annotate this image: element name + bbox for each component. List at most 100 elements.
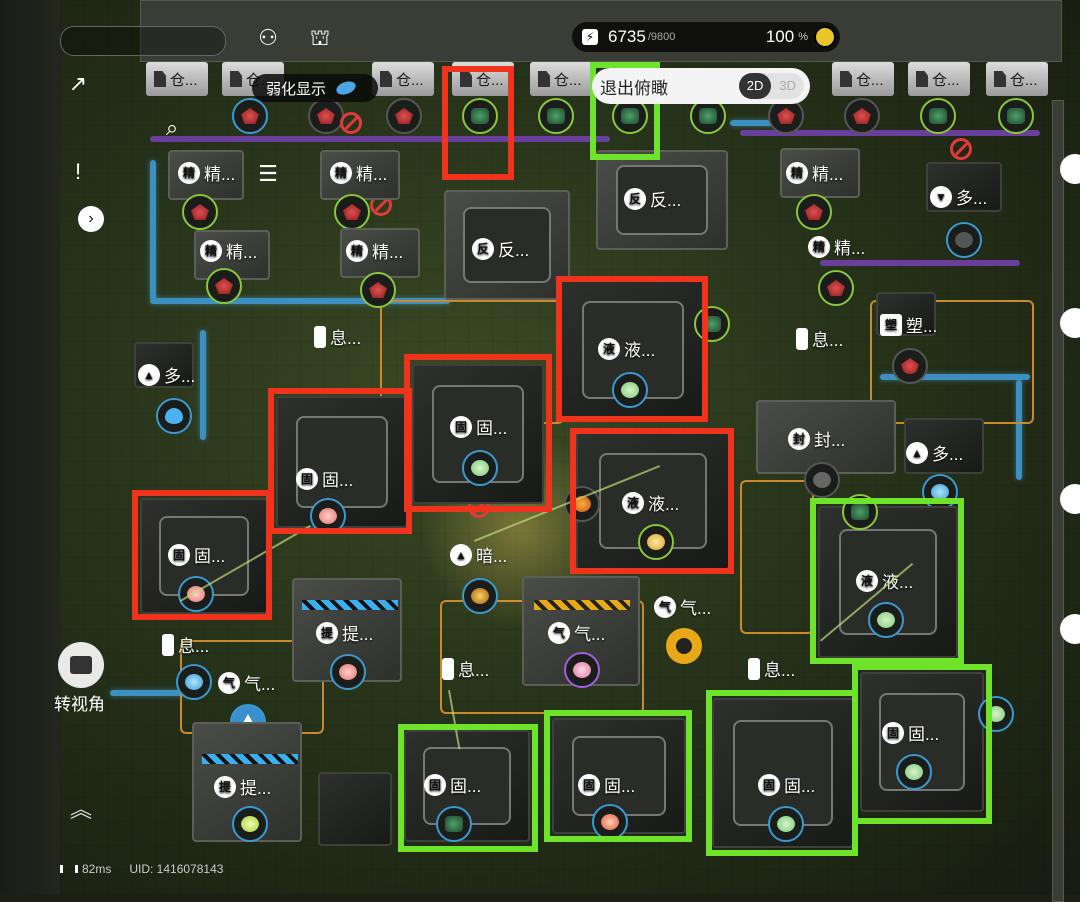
machine-label: 息... <box>442 656 489 681</box>
view-mode-toggle[interactable]: 2D 3D <box>738 73 804 99</box>
storage-unit[interactable]: 仓... <box>986 62 1048 96</box>
output-port[interactable] <box>796 194 832 230</box>
storage-unit[interactable]: 仓... <box>530 62 592 96</box>
output-port[interactable] <box>206 268 242 304</box>
output-port[interactable] <box>998 98 1034 134</box>
storage-unit[interactable]: 仓... <box>908 62 970 96</box>
output-port[interactable] <box>538 98 574 134</box>
left-sidebar <box>0 0 60 894</box>
output-port[interactable] <box>156 398 192 434</box>
pillar-icon <box>314 325 326 348</box>
exit-overview-button[interactable]: 退出俯瞰 2D 3D <box>592 68 810 104</box>
output-port[interactable] <box>462 98 498 134</box>
edge-building-icon[interactable] <box>1060 614 1080 644</box>
output-port[interactable] <box>462 578 498 614</box>
cyan-ore-icon <box>185 674 203 690</box>
output-port[interactable] <box>612 372 648 408</box>
output-port[interactable] <box>666 628 702 664</box>
output-port[interactable] <box>946 222 982 258</box>
highlight-green <box>706 690 858 856</box>
output-port[interactable] <box>694 306 730 342</box>
output-port[interactable] <box>334 194 370 230</box>
output-port[interactable] <box>564 652 600 688</box>
storage-icon <box>154 71 166 87</box>
output-port[interactable] <box>768 806 804 842</box>
map-search-icon[interactable]: ⌕ <box>165 115 179 140</box>
output-port[interactable] <box>892 348 928 384</box>
edge-building-icon[interactable] <box>1060 154 1080 184</box>
storage-unit[interactable]: 仓... <box>372 62 434 96</box>
blueprint-icon[interactable]: ⛫ <box>309 25 331 50</box>
machine-label: 精精... <box>330 160 387 185</box>
output-port[interactable] <box>920 98 956 134</box>
machine-label: 息... <box>748 656 795 681</box>
empty-machine[interactable] <box>318 772 392 846</box>
notice-icon[interactable]: ! <box>74 159 82 184</box>
chart-up-icon[interactable]: ↗ <box>68 71 88 96</box>
output-port[interactable] <box>804 462 840 498</box>
output-port[interactable] <box>232 98 268 134</box>
edge-building-icon[interactable] <box>1060 484 1080 514</box>
chevron-right-icon[interactable]: › <box>78 206 104 232</box>
output-port[interactable] <box>360 272 396 308</box>
output-port[interactable] <box>896 754 932 790</box>
output-port[interactable] <box>818 270 854 306</box>
mint-ore-icon <box>877 612 895 628</box>
output-port[interactable] <box>330 654 366 690</box>
machine-label: 固固... <box>758 772 815 797</box>
view-3d-option[interactable]: 3D <box>779 78 796 93</box>
reactor-machine[interactable] <box>444 190 570 300</box>
machine-label: ▲多... <box>906 440 963 465</box>
pink-ore-icon <box>319 508 337 524</box>
output-port[interactable] <box>844 98 880 134</box>
extract-icon: 提 <box>316 621 338 644</box>
reactor-machine[interactable] <box>596 150 728 250</box>
output-port[interactable] <box>592 804 628 840</box>
multi-icon: ▼ <box>930 185 952 208</box>
machine-label: 息... <box>314 324 361 349</box>
view-2d-option[interactable]: 2D <box>738 73 772 99</box>
output-port[interactable] <box>690 98 726 134</box>
output-port[interactable] <box>868 602 904 638</box>
refinery-icon: 精 <box>200 239 222 262</box>
chat-icon[interactable]: ☰ <box>258 161 278 186</box>
output-port[interactable] <box>178 576 214 612</box>
output-port[interactable] <box>462 450 498 486</box>
output-port[interactable] <box>768 98 804 134</box>
output-port[interactable] <box>386 98 422 134</box>
double-chevron-up-icon[interactable]: ︽ <box>69 797 92 822</box>
output-port[interactable] <box>232 806 268 842</box>
output-port[interactable] <box>308 98 344 134</box>
machine-label: 封封... <box>788 426 845 451</box>
extract-icon: 提 <box>214 775 236 798</box>
output-port[interactable] <box>436 806 472 842</box>
red-crystal-icon <box>343 204 361 220</box>
eye-icon <box>334 78 358 98</box>
hazard-stripe <box>302 600 398 610</box>
liquid-icon: 液 <box>622 491 644 514</box>
output-port[interactable] <box>612 98 648 134</box>
weaken-display-toggle[interactable]: 弱化显示 <box>252 74 378 102</box>
extract-machine[interactable] <box>192 722 302 842</box>
output-port[interactable] <box>638 524 674 560</box>
rotate-view-button[interactable] <box>58 642 104 688</box>
network-tree-icon[interactable]: ⚇ <box>258 25 278 50</box>
output-port[interactable] <box>182 194 218 230</box>
machine-label: ▲多... <box>138 362 195 387</box>
green-ore-icon <box>929 108 947 124</box>
green-ore-icon <box>445 816 463 832</box>
seal-machine[interactable] <box>756 400 896 474</box>
ping-indicator: 82ms <box>60 862 111 876</box>
machine-label: 反反... <box>472 236 529 261</box>
output-port[interactable] <box>176 664 212 700</box>
pipe-blue <box>880 374 1030 380</box>
multi-machine[interactable] <box>134 342 194 388</box>
search-bar[interactable] <box>60 26 226 56</box>
machine-label: 固固... <box>168 542 225 567</box>
storage-unit[interactable]: 仓... <box>832 62 894 96</box>
red-crystal-icon <box>395 108 413 124</box>
machine-label: 液液... <box>856 568 913 593</box>
edge-building-icon[interactable] <box>1060 308 1080 338</box>
storage-unit[interactable]: 仓... <box>146 62 208 96</box>
